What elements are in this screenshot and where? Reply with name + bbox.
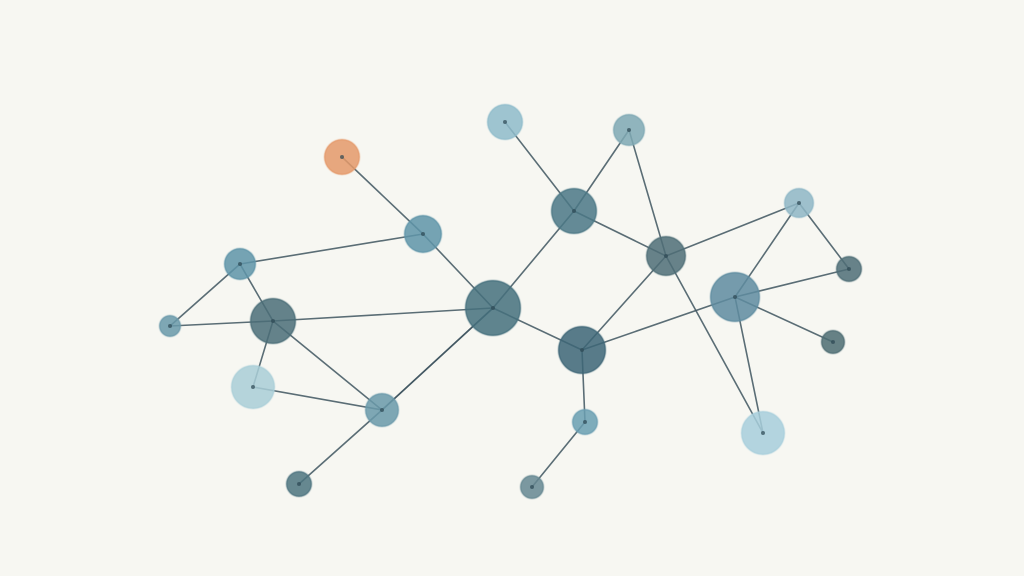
node-center-dot <box>168 324 172 328</box>
node-n8 <box>250 298 296 344</box>
node-n17 <box>286 471 312 497</box>
node-center-dot <box>251 385 255 389</box>
node-center-dot <box>580 348 584 352</box>
node-rim <box>558 326 606 374</box>
node-rim <box>286 471 312 497</box>
edge-n8-n15 <box>272 320 383 411</box>
node-center-dot <box>530 485 534 489</box>
node-rim <box>404 215 442 253</box>
node-rim <box>613 114 645 146</box>
node-rim <box>159 315 181 337</box>
edge-n18-n19 <box>531 421 586 488</box>
node-n9 <box>404 215 442 253</box>
node-center-dot <box>271 319 275 323</box>
node-center-dot <box>297 482 301 486</box>
node-center-dot <box>583 420 587 424</box>
node-n23 <box>741 411 785 455</box>
node-center-dot <box>797 201 801 205</box>
node-rim <box>520 475 544 499</box>
node-n5 <box>551 188 597 234</box>
node-n15 <box>365 393 399 427</box>
edge-n3-n6 <box>628 129 667 257</box>
node-rim <box>250 298 296 344</box>
node-rim <box>821 330 845 354</box>
edge-n12-n8 <box>272 307 494 322</box>
node-n7 <box>784 188 814 218</box>
node-center-dot <box>421 232 425 236</box>
node-rim <box>224 248 256 280</box>
node-center-dot <box>733 295 737 299</box>
node-n22 <box>821 330 845 354</box>
node-center-dot <box>380 408 384 412</box>
node-center-dot <box>761 431 765 435</box>
node-n19 <box>520 475 544 499</box>
node-rim <box>784 188 814 218</box>
edge-n9-n4 <box>239 233 424 265</box>
node-n4 <box>224 248 256 280</box>
node-center-dot <box>503 120 507 124</box>
node-n14 <box>710 272 760 322</box>
node-rim <box>836 256 862 282</box>
edge-n6-n23 <box>665 255 764 434</box>
edge-n6-n7 <box>665 202 800 257</box>
edge-n13-n14 <box>581 296 736 351</box>
node-center-dot <box>572 209 576 213</box>
node-n1 <box>324 139 360 175</box>
node-rim <box>710 272 760 322</box>
node-rim <box>365 393 399 427</box>
node-rim <box>741 411 785 455</box>
node-center-dot <box>238 262 242 266</box>
node-center-dot <box>340 155 344 159</box>
node-n3 <box>613 114 645 146</box>
node-n11 <box>836 256 862 282</box>
node-n10 <box>159 315 181 337</box>
node-n18 <box>572 409 598 435</box>
node-n12 <box>465 280 521 336</box>
node-rim <box>646 236 686 276</box>
node-center-dot <box>491 306 495 310</box>
node-rim <box>572 409 598 435</box>
node-rim <box>324 139 360 175</box>
node-center-dot <box>831 340 835 344</box>
node-n16 <box>231 365 275 409</box>
node-n2 <box>487 104 523 140</box>
node-rim <box>231 365 275 409</box>
node-n13 <box>558 326 606 374</box>
node-rim <box>551 188 597 234</box>
node-n6 <box>646 236 686 276</box>
node-rim <box>487 104 523 140</box>
node-center-dot <box>664 254 668 258</box>
edge-n15-n17 <box>298 409 383 485</box>
node-layer <box>159 104 862 499</box>
node-center-dot <box>847 267 851 271</box>
node-rim <box>465 280 521 336</box>
node-center-dot <box>627 128 631 132</box>
